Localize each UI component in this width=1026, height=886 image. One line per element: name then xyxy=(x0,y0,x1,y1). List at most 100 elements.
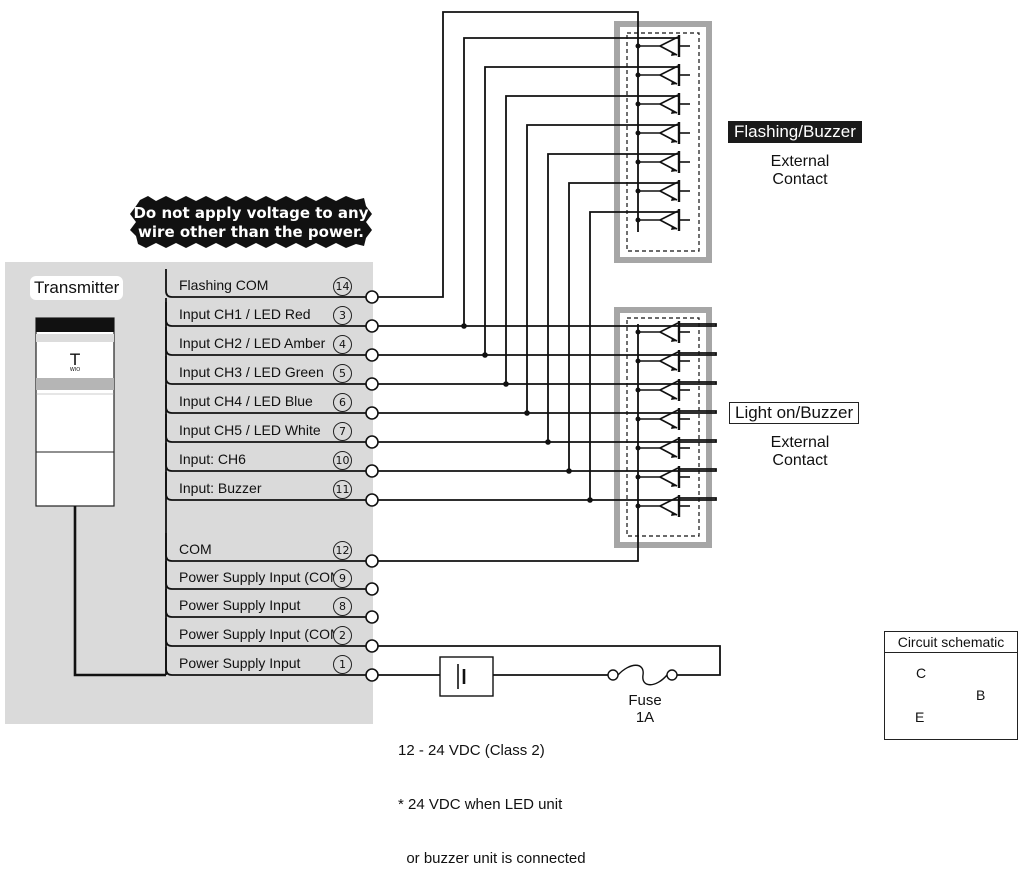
flashing-external-contact: External Contact xyxy=(745,153,855,189)
input-wire xyxy=(378,381,717,385)
junction-dot xyxy=(566,468,572,474)
terminal-number-badge: 10 xyxy=(333,451,352,470)
transistor-arrow xyxy=(671,338,677,342)
terminal-lead xyxy=(165,327,366,356)
terminal-lead xyxy=(165,533,366,562)
warning-line-2: wire other than the power. xyxy=(138,223,364,241)
transmitter-logo-letter: T xyxy=(70,350,80,369)
terminal-screw xyxy=(365,493,379,507)
terminal-number-badge: 2 xyxy=(333,626,352,645)
terminal-label: Power Supply Input (COM) xyxy=(179,626,347,642)
light-external-line-1: External xyxy=(770,434,830,451)
input-wire xyxy=(378,497,717,501)
com-wire xyxy=(378,324,639,562)
terminal-screw xyxy=(365,554,379,568)
junction-dot xyxy=(482,352,488,358)
transistor-switch xyxy=(635,35,690,57)
light-contact-dashed xyxy=(626,317,700,537)
flashing-contact-box xyxy=(614,21,712,263)
transistor-switch xyxy=(635,64,690,86)
terminal-number-badge: 6 xyxy=(333,393,352,412)
terminal-lead xyxy=(165,414,366,443)
transistor-switch xyxy=(635,321,690,343)
transistor-collector xyxy=(659,94,679,105)
transmitter-logo-sub: WIO xyxy=(69,367,81,373)
terminal-lead xyxy=(165,443,366,472)
transistor-switch xyxy=(635,350,690,372)
flashing-buzzer-title: Flashing/Buzzer xyxy=(728,121,862,143)
terminal-screw xyxy=(365,377,379,391)
light-buzzer-title: Light on/Buzzer xyxy=(729,402,860,424)
terminal-label: Power Supply Input (COM) xyxy=(179,569,347,585)
junction-dots xyxy=(461,323,593,503)
input-wire xyxy=(378,410,717,414)
terminal-label: Power Supply Input xyxy=(179,597,301,613)
junction-dot xyxy=(524,410,530,416)
transistor-collector xyxy=(659,380,679,391)
flashing-external-line-2: Contact xyxy=(772,171,828,188)
transistor-switch xyxy=(635,93,690,115)
transistor-switch xyxy=(635,437,690,459)
terminal-lead xyxy=(165,356,366,385)
junction-dot xyxy=(587,497,593,503)
transistor-collector xyxy=(659,496,679,507)
transistor-switch xyxy=(635,408,690,430)
transistor-collector xyxy=(659,409,679,420)
power-com-wire xyxy=(378,645,721,676)
power-supply-note-line-2: * 24 VDC when LED unit xyxy=(398,796,563,813)
wiring-diagram xyxy=(35,11,972,713)
terminal-label: Input CH4 / LED Blue xyxy=(179,393,313,409)
transistor-collector xyxy=(659,467,679,478)
transistor-arrow xyxy=(671,139,677,143)
transmitter-body xyxy=(35,317,115,507)
terminal-screw xyxy=(365,639,379,653)
terminal-screw xyxy=(365,610,379,624)
junction-dot xyxy=(503,381,509,387)
terminal-lead xyxy=(165,647,366,676)
circuit-schematic-title: Circuit schematic xyxy=(885,632,1017,653)
terminal-number-badge: 1 xyxy=(333,655,352,674)
terminal-number-badge: 11 xyxy=(333,480,352,499)
terminal-label: Input: Buzzer xyxy=(179,480,262,496)
warning-badge: Do not apply voltage to any wire other t… xyxy=(130,196,372,248)
input-branch-wire xyxy=(589,211,678,500)
transistor-collector xyxy=(659,65,679,76)
terminal-screw xyxy=(365,406,379,420)
terminal-number-badge: 5 xyxy=(333,364,352,383)
terminal-number-badge: 9 xyxy=(333,569,352,588)
terminal-lead xyxy=(165,472,366,501)
light-contact-box xyxy=(614,307,712,548)
transistor-switch xyxy=(635,151,690,173)
transistor-switch xyxy=(635,180,690,202)
terminal-screw xyxy=(365,348,379,362)
fuse-symbol xyxy=(607,664,678,686)
transistor-arrow xyxy=(671,168,677,172)
terminal-lead xyxy=(165,618,366,647)
dc-supply-symbol xyxy=(439,656,494,697)
circuit-schematic-box: Circuit schematic xyxy=(884,631,1018,740)
terminal-screw xyxy=(365,464,379,478)
input-branch-wire xyxy=(463,37,678,326)
schematic-base-label: B xyxy=(976,687,986,703)
fuse-label: Fuse 1A xyxy=(625,692,665,726)
terminal-screw xyxy=(365,290,379,304)
terminal-lead xyxy=(165,561,366,590)
terminal-screw xyxy=(365,582,379,596)
terminal-label: COM xyxy=(179,541,212,557)
power-supply-rating: 12 - 24 VDC (Class 2) xyxy=(398,742,545,759)
terminal-circles xyxy=(365,290,379,682)
terminal-number-badge: 14 xyxy=(333,277,352,296)
terminal-label: Input CH1 / LED Red xyxy=(179,306,311,322)
transmitter-title: Transmitter xyxy=(30,276,124,300)
light-external-contact: External Contact xyxy=(745,434,855,470)
terminal-lead xyxy=(165,298,366,327)
transistor-arrow xyxy=(671,483,677,487)
light-external-line-2: Contact xyxy=(772,452,828,469)
transistor-switch xyxy=(635,379,690,401)
terminal-screw xyxy=(365,435,379,449)
input-branch-wire xyxy=(484,66,678,355)
transistor-arrow xyxy=(671,52,677,56)
input-branch-wire xyxy=(505,95,678,384)
terminal-number-badge: 7 xyxy=(333,422,352,441)
terminal-lead xyxy=(165,385,366,414)
